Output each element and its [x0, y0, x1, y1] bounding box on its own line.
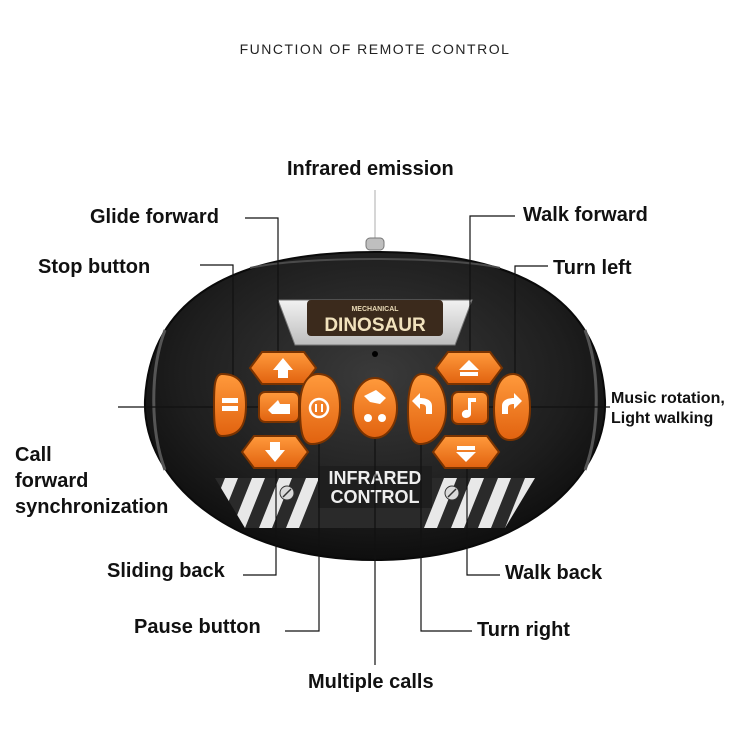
- ir-sensor-dot: [372, 351, 378, 357]
- page-title: FUNCTION OF REMOTE CONTROL: [239, 41, 511, 57]
- infrared-emitter: [365, 237, 385, 251]
- button-sliding-back[interactable]: [240, 435, 310, 469]
- label-call: Call: [15, 444, 52, 466]
- dino-call-icon: [268, 400, 290, 414]
- stop-icon: [222, 398, 238, 403]
- label-pause-button: Pause button: [134, 616, 261, 638]
- top-rim: [249, 258, 501, 269]
- button-music[interactable]: [451, 391, 489, 425]
- label-walk-back: Walk back: [505, 562, 603, 584]
- label-music-rotation: Music rotation,: [611, 390, 725, 407]
- button-glide-forward[interactable]: [248, 351, 318, 385]
- button-stop[interactable]: [212, 372, 248, 438]
- label-infrared-emission: Infrared emission: [287, 158, 454, 180]
- button-turn-right[interactable]: [406, 372, 448, 446]
- button-multiple-calls[interactable]: [352, 377, 398, 439]
- label-sliding-back: Sliding back: [107, 560, 225, 582]
- label-walk-forward: Walk forward: [523, 204, 648, 226]
- right-grip: [583, 329, 598, 471]
- label-turn-right: Turn right: [477, 619, 570, 641]
- button-turn-left[interactable]: [492, 372, 532, 442]
- dino-multi-icon: [364, 390, 386, 404]
- pause-icon: [308, 397, 330, 419]
- turn-right-icon: [412, 393, 432, 414]
- turn-left-icon: [502, 393, 522, 414]
- label-turn-left: Turn left: [553, 257, 632, 279]
- music-note-icon: [461, 398, 476, 418]
- label-multiple-calls: Multiple calls: [308, 671, 434, 693]
- logo-brand-top: MECHANICAL: [351, 306, 399, 313]
- button-call-forward[interactable]: [258, 391, 300, 423]
- label-stop-button: Stop button: [38, 256, 151, 278]
- logo-badge: [307, 300, 443, 336]
- button-pause[interactable]: [298, 372, 342, 446]
- walk-back-icon: [457, 446, 475, 450]
- walk-forward-icon: [459, 360, 479, 370]
- label-glide-forward: Glide forward: [90, 206, 219, 228]
- arrow-down-icon: [265, 442, 285, 462]
- left-grip: [152, 329, 167, 471]
- logo-brand-main: DINOSAUR: [324, 315, 426, 336]
- label-light-walking: Light walking: [611, 410, 714, 427]
- button-walk-back[interactable]: [431, 435, 501, 469]
- label-forward: forward: [15, 470, 89, 492]
- label-synchronization: synchronization: [15, 496, 169, 518]
- arrow-up-icon: [273, 358, 293, 378]
- button-walk-forward[interactable]: [434, 351, 504, 385]
